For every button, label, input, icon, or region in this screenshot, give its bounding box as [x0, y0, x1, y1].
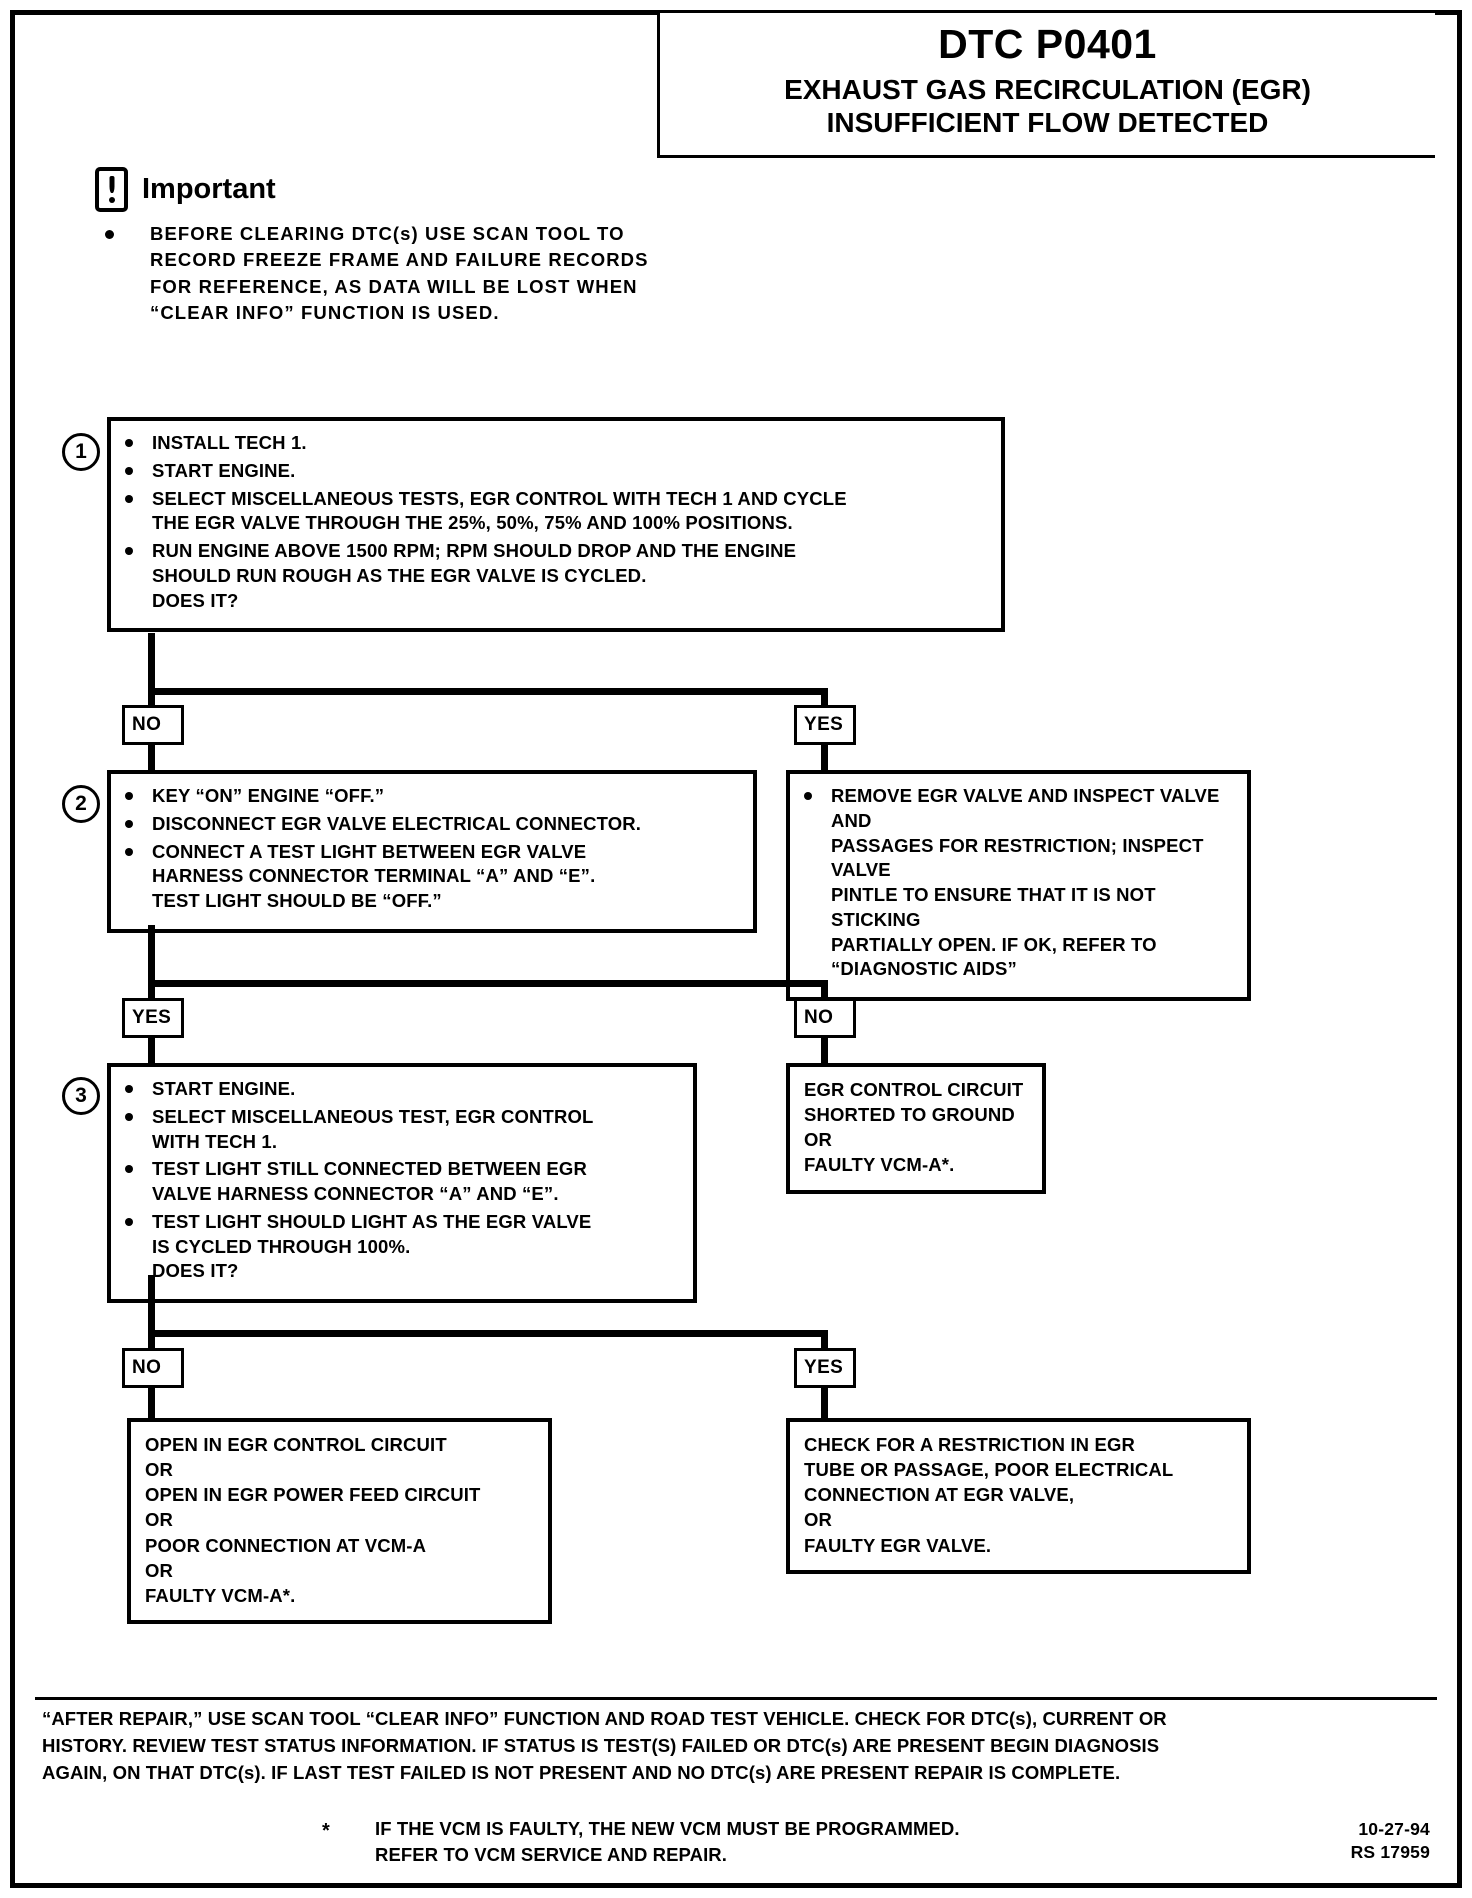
step-number-3-label: 3	[75, 1084, 87, 1107]
branch-tag-no-2: NO	[794, 998, 856, 1038]
page-border	[10, 10, 1462, 1888]
list-item: START ENGINE.	[125, 1077, 679, 1102]
list-item: SELECT MISCELLANEOUS TESTS, EGR CONTROL …	[125, 487, 987, 537]
footnote-marker: *	[322, 1820, 330, 1842]
header-title-line-2: INSUFFICIENT FLOW DETECTED	[826, 106, 1269, 138]
step-number-3: 3	[62, 1077, 100, 1115]
result-bullet-list: REMOVE EGR VALVE AND INSPECT VALVE AND P…	[804, 784, 1233, 982]
bullet-dot-icon	[125, 1217, 133, 1226]
bullet-dot-icon	[125, 494, 133, 503]
step-1-box: INSTALL TECH 1. START ENGINE. SELECT MIS…	[107, 417, 1005, 633]
list-item: KEY “ON” ENGINE “OFF.”	[125, 784, 739, 809]
branch-tag-yes-3: YES	[794, 1348, 856, 1388]
connector-line	[821, 1037, 828, 1071]
connector-line	[148, 1387, 155, 1421]
bullet-dot-icon	[125, 1085, 133, 1093]
result-text: EGR CONTROL CIRCUIT SHORTED TO GROUND OR…	[804, 1079, 1024, 1176]
bullet-dot-icon	[125, 1165, 133, 1174]
list-item: TEST LIGHT SHOULD LIGHT AS THE EGR VALVE…	[125, 1210, 679, 1284]
exclamation-in-box-icon	[95, 166, 128, 212]
connector-line	[148, 1330, 155, 1350]
branch-tag-no-3: NO	[122, 1348, 184, 1388]
document-stamp: 10-27-94 RS 17959	[1351, 1818, 1430, 1864]
important-label: Important	[142, 172, 276, 205]
result-text: OPEN IN EGR CONTROL CIRCUIT OR OPEN IN E…	[145, 1434, 481, 1606]
step-number-2-label: 2	[75, 792, 87, 815]
connector-line	[148, 1275, 155, 1337]
list-item: TEST LIGHT STILL CONNECTED BETWEEN EGR V…	[125, 1157, 679, 1207]
connector-line	[821, 1387, 828, 1421]
bullet-dot-icon	[105, 230, 114, 239]
dtc-code: DTC P0401	[938, 20, 1157, 67]
vcm-footnote: * IF THE VCM IS FAULTY, THE NEW VCM MUST…	[322, 1816, 1135, 1869]
step-3-bullet-list: START ENGINE. SELECT MISCELLANEOUS TEST,…	[125, 1077, 679, 1284]
connector-line	[148, 925, 155, 987]
connector-line	[821, 980, 828, 1000]
footer-divider	[35, 1697, 1437, 1700]
step-number-1-label: 1	[75, 440, 87, 463]
connector-line	[148, 980, 828, 987]
step-number-1: 1	[62, 433, 100, 471]
connector-line	[148, 633, 155, 695]
after-repair-paragraph: “AFTER REPAIR,” USE SCAN TOOL “CLEAR INF…	[42, 1708, 1167, 1783]
list-item: REMOVE EGR VALVE AND INSPECT VALVE AND P…	[804, 784, 1233, 982]
stamp-id: RS 17959	[1350, 1841, 1430, 1862]
result-box-remove-egr-valve: REMOVE EGR VALVE AND INSPECT VALVE AND P…	[786, 770, 1251, 1002]
list-item: RUN ENGINE ABOVE 1500 RPM; RPM SHOULD DR…	[125, 539, 987, 613]
step-1-bullet-list: INSTALL TECH 1. START ENGINE. SELECT MIS…	[125, 431, 987, 613]
bullet-dot-icon	[125, 1112, 133, 1121]
important-notice: Important BEFORE CLEARING DTC(s) USE SCA…	[95, 166, 795, 327]
connector-line	[148, 744, 155, 778]
branch-tag-no-1: NO	[122, 705, 184, 745]
bullet-dot-icon	[125, 819, 133, 828]
step-2-bullet-list: KEY “ON” ENGINE “OFF.” DISCONNECT EGR VA…	[125, 784, 739, 914]
header-title-line-1: EXHAUST GAS RECIRCULATION (EGR)	[784, 73, 1311, 105]
branch-tag-yes-1: YES	[794, 705, 856, 745]
list-item: INSTALL TECH 1.	[125, 431, 987, 456]
connector-line	[148, 1330, 828, 1337]
list-item: START ENGINE.	[125, 459, 987, 484]
important-bullet-text: BEFORE CLEARING DTC(s) USE SCAN TOOL TO …	[150, 223, 649, 324]
footnote-line-1: IF THE VCM IS FAULTY, THE NEW VCM MUST B…	[375, 1818, 960, 1839]
connector-line	[821, 744, 828, 778]
bullet-dot-icon	[125, 847, 133, 856]
footnote-line-2: REFER TO VCM SERVICE AND REPAIR.	[375, 1844, 728, 1866]
step-3-box: START ENGINE. SELECT MISCELLANEOUS TEST,…	[107, 1063, 697, 1304]
header-title-box: DTC P0401 EXHAUST GAS RECIRCULATION (EGR…	[657, 13, 1435, 158]
step-number-2: 2	[62, 785, 100, 823]
list-item: DISCONNECT EGR VALVE ELECTRICAL CONNECTO…	[125, 812, 739, 837]
connector-line	[148, 688, 155, 708]
bullet-dot-icon	[125, 547, 133, 556]
connector-line	[821, 688, 828, 708]
important-header: Important	[95, 166, 795, 212]
bullet-dot-icon	[125, 466, 133, 475]
result-text: CHECK FOR A RESTRICTION IN EGR TUBE OR P…	[804, 1434, 1174, 1556]
connector-line	[148, 1037, 155, 1071]
stamp-date: 10-27-94	[1358, 1819, 1430, 1839]
connector-line	[821, 1330, 828, 1350]
bullet-dot-icon	[125, 792, 133, 800]
list-item: CONNECT A TEST LIGHT BETWEEN EGR VALVE H…	[125, 840, 739, 914]
bullet-dot-icon	[125, 439, 133, 447]
branch-tag-yes-2: YES	[122, 998, 184, 1038]
result-box-check-restriction: CHECK FOR A RESTRICTION IN EGR TUBE OR P…	[786, 1418, 1251, 1574]
result-box-open-in-egr-circuit: OPEN IN EGR CONTROL CIRCUIT OR OPEN IN E…	[127, 1418, 552, 1625]
bullet-dot-icon	[804, 792, 812, 800]
list-item: SELECT MISCELLANEOUS TEST, EGR CONTROL W…	[125, 1105, 679, 1155]
important-bullet-item: BEFORE CLEARING DTC(s) USE SCAN TOOL TO …	[105, 221, 795, 327]
result-box-egr-control-shorted: EGR CONTROL CIRCUIT SHORTED TO GROUND OR…	[786, 1063, 1046, 1194]
step-2-box: KEY “ON” ENGINE “OFF.” DISCONNECT EGR VA…	[107, 770, 757, 933]
connector-line	[148, 688, 828, 695]
connector-line	[148, 980, 155, 1000]
